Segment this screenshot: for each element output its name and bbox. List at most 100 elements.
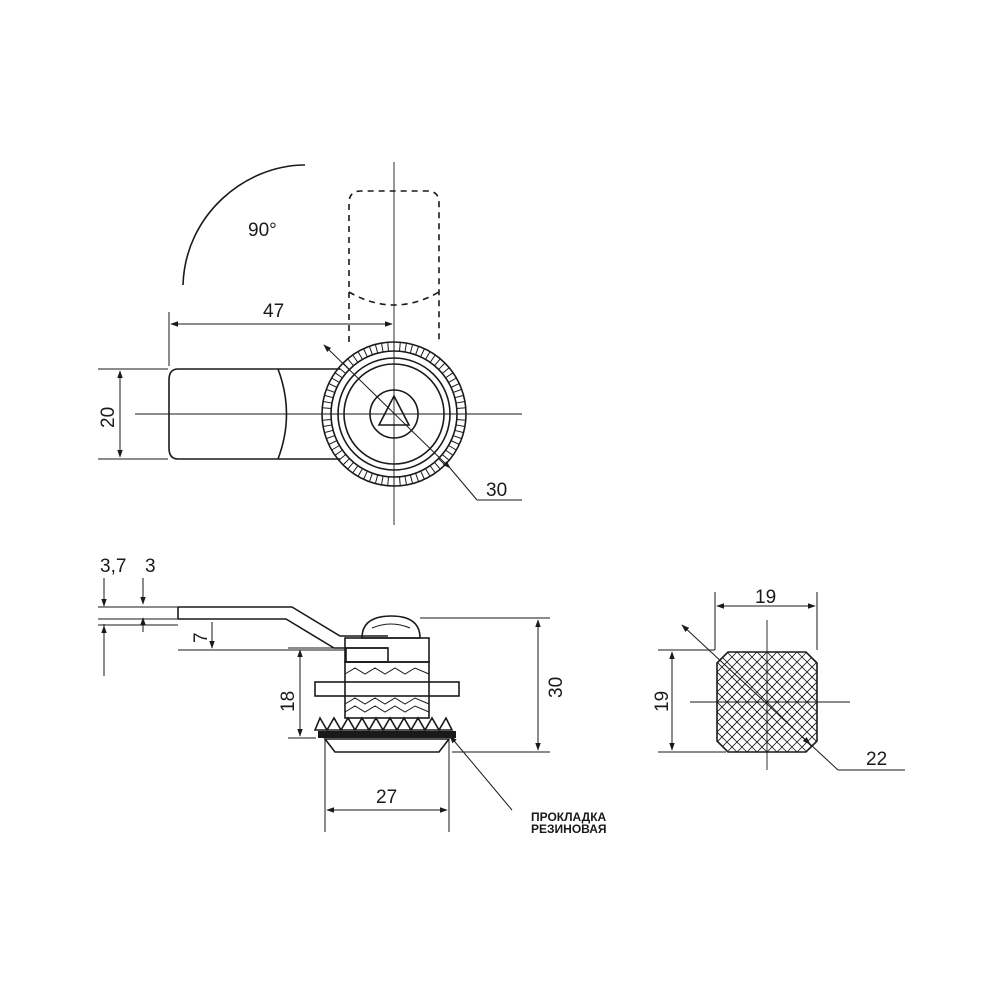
knurl-tick [456, 407, 466, 410]
knurl-tick [322, 407, 332, 410]
knurl-tick [398, 342, 401, 352]
knurl-tick [453, 388, 462, 393]
knurl-tick [448, 377, 457, 383]
knurl-tick [363, 348, 368, 358]
knurl-tick [425, 351, 431, 360]
dim-3-label: 3 [145, 556, 156, 577]
knurl-tick [363, 470, 368, 480]
hatch-line [837, 652, 937, 752]
flange [323, 738, 451, 753]
knurl-tick [338, 367, 347, 374]
knurl-tick [409, 344, 414, 354]
knurl-tick [404, 475, 407, 485]
rotation-label: 90° [248, 220, 277, 241]
knurl-tick [429, 354, 436, 363]
knurl-tick [342, 458, 350, 466]
knurl-tick [454, 429, 464, 434]
rubber-gasket [318, 731, 456, 738]
hatch-line [597, 652, 697, 752]
knurl-tick [448, 445, 457, 451]
knurl-tick [323, 424, 333, 427]
knurl-tick [368, 346, 373, 355]
knurl-tick [347, 358, 354, 367]
knurl-tick [438, 362, 446, 370]
knurl-tick [455, 401, 465, 404]
knurl-tick [322, 418, 332, 421]
knurl-tick [334, 449, 343, 456]
cap-dome [361, 615, 421, 639]
knurl-tick [454, 394, 464, 399]
knurl-tick [328, 383, 338, 388]
knurl-tick [326, 388, 335, 393]
knurl-tick [324, 394, 334, 399]
knurl-tick [368, 473, 373, 482]
dim-7-label: 7 [191, 632, 212, 643]
dim-18-label: 18 [278, 691, 299, 712]
knurl-tick [387, 476, 390, 486]
knurl-tick [338, 454, 347, 461]
knurl-tick [331, 445, 340, 451]
dim-30-leader [323, 344, 451, 469]
dim-22-label: 22 [866, 749, 887, 770]
knurl-tick [398, 476, 401, 486]
hatch-line [796, 652, 817, 752]
thread-body [344, 661, 430, 719]
knurl-tick [409, 474, 414, 484]
knurl-tick [374, 344, 379, 354]
serrated-washer [313, 716, 454, 732]
cutout-view: 19 19 22 [597, 587, 937, 771]
knurl-tick [450, 383, 460, 388]
rotated-lever-outline [348, 190, 440, 342]
lever-bend [277, 368, 288, 460]
knurl-tick [429, 465, 436, 474]
lever-outline [168, 368, 340, 460]
knurl-tick [381, 475, 384, 485]
body-upper [344, 637, 430, 663]
knurl-tick [434, 358, 441, 367]
knurl-tick [450, 440, 460, 445]
knurl-tick [434, 461, 441, 470]
gasket-note-line2: РЕЗИНОВАЯ [531, 822, 607, 836]
rotation-arc [182, 164, 306, 286]
knurl-tick [455, 424, 465, 427]
dim-19-h-label: 19 [755, 587, 776, 608]
nut [314, 681, 460, 697]
knurl-tick [415, 473, 420, 482]
gasket-note-line1: ПРОКЛАДКА [531, 810, 607, 824]
gasket-leader [449, 735, 513, 811]
hatch-line [796, 652, 817, 752]
knurl-tick [415, 346, 420, 355]
hatch-line [597, 652, 697, 752]
dim-3-7-label: 3,7 [100, 556, 126, 577]
knurl-tick [334, 372, 343, 379]
knurl-tick [441, 367, 450, 374]
dim-30-label: 30 [486, 480, 507, 501]
dim-27-label: 27 [376, 787, 397, 808]
top-view: 90° 47 20 30 [98, 162, 522, 525]
knurl-tick [328, 440, 338, 445]
knurl-tick [404, 343, 407, 353]
knurl-tick [456, 418, 466, 421]
dim-30-height-label: 30 [546, 677, 567, 698]
dim-20-label: 20 [98, 407, 119, 428]
dim-22-leader [681, 624, 811, 745]
knurl-tick [347, 461, 354, 470]
knurl-tick [324, 429, 334, 434]
knurl-tick [453, 435, 462, 440]
knurl-tick [445, 372, 454, 379]
knurl-tick [352, 354, 359, 363]
knurl-tick [441, 454, 450, 461]
knurl-tick [323, 401, 333, 404]
knurl-tick [387, 342, 390, 352]
side-view: 3,7 3 7 [98, 556, 607, 836]
knurl-tick [331, 377, 340, 383]
knurl-tick [445, 449, 454, 456]
dim-47-label: 47 [263, 301, 284, 322]
knurl-tick [420, 348, 425, 358]
knurl-tick [326, 435, 335, 440]
knurl-tick [425, 468, 431, 477]
knurl-tick [381, 343, 384, 353]
knurl-tick [352, 465, 359, 474]
knurl-tick [357, 468, 363, 477]
